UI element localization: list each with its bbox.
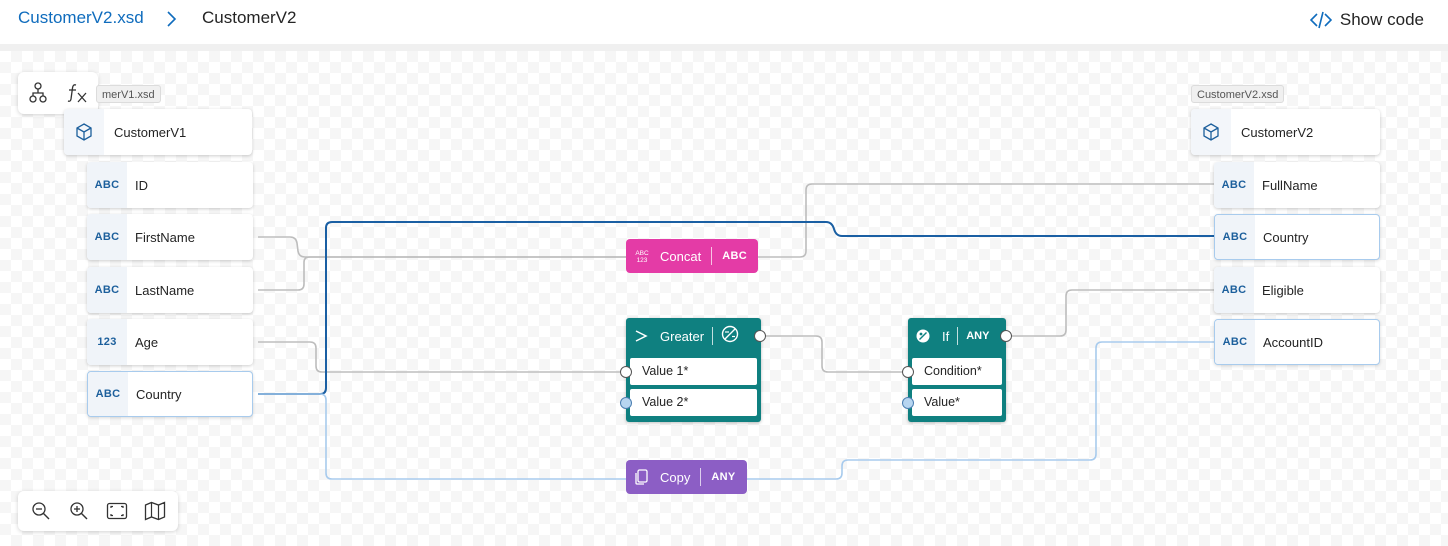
header-divider (0, 44, 1448, 51)
target-root-label: CustomerV2 (1241, 124, 1314, 140)
function-button[interactable] (63, 78, 93, 108)
fit-view-icon (106, 502, 128, 520)
minimap-icon (144, 501, 166, 521)
concat-output-type: ABC (722, 250, 747, 262)
source-field-lastname[interactable]: ABC LastName (87, 267, 253, 313)
chevron-right-icon (167, 11, 177, 27)
zoom-in-icon (70, 502, 88, 520)
if-input-condition[interactable]: Condition* (912, 358, 1002, 385)
header-bar: CustomerV2.xsd CustomerV2 Show code (0, 0, 1448, 44)
show-code-button[interactable]: Show code (1309, 8, 1424, 32)
string-type-icon: ABC (1214, 267, 1254, 313)
greater-output-port[interactable] (754, 330, 766, 342)
string-type-icon: ABC (1215, 215, 1255, 259)
cube-icon (1191, 109, 1231, 155)
separator (957, 327, 959, 345)
show-code-label: Show code (1339, 10, 1424, 29)
function-fx-icon (67, 84, 87, 103)
zoom-toolbar (18, 491, 178, 531)
breadcrumb-current: CustomerV2 (202, 8, 297, 27)
separator (711, 247, 713, 265)
if-function-node[interactable]: If ANY Condition* Value* (908, 318, 1006, 422)
greater-input-value1[interactable]: Value 1* (630, 358, 757, 385)
source-schema-tag: merV1.xsd (96, 85, 161, 103)
string-type-icon: ABC (87, 214, 127, 260)
svg-text:ABC: ABC (635, 250, 649, 257)
field-label: Country (136, 386, 182, 402)
source-field-id[interactable]: ABC ID (87, 162, 253, 208)
zoom-out-icon (32, 502, 50, 520)
source-field-age[interactable]: 123 Age (87, 319, 253, 365)
svg-text:123: 123 (637, 257, 648, 264)
if-output-type: ANY (966, 330, 990, 342)
number-type-icon: 123 (87, 319, 127, 365)
greater-than-icon (626, 329, 656, 343)
string-type-icon: ABC (87, 162, 127, 208)
field-label: Country (1263, 229, 1309, 245)
field-label: ID (135, 177, 148, 193)
boolean-icon (721, 325, 739, 348)
if-output-port[interactable] (1000, 330, 1012, 342)
copy-label: Copy (660, 469, 691, 485)
field-label: FullName (1262, 177, 1318, 193)
greater-value2-port[interactable] (620, 397, 632, 409)
if-label: If (942, 328, 950, 344)
target-field-country[interactable]: ABC Country (1214, 214, 1380, 260)
if-input-value[interactable]: Value* (912, 389, 1002, 416)
field-label: AccountID (1263, 334, 1323, 350)
greater-value1-port[interactable] (620, 366, 632, 378)
target-field-fullname[interactable]: ABC FullName (1214, 162, 1380, 208)
string-type-icon: ABC (88, 372, 128, 416)
minimap-button[interactable] (140, 496, 170, 526)
field-label: Eligible (1262, 282, 1304, 298)
string-number-icon: ABC 123 (626, 247, 658, 265)
greater-label: Greater (660, 328, 705, 344)
code-icon (1309, 11, 1332, 29)
if-header[interactable]: If ANY (908, 318, 1006, 354)
copy-output-type: ANY (711, 471, 736, 483)
separator (700, 468, 702, 486)
target-field-eligible[interactable]: ABC Eligible (1214, 267, 1380, 313)
source-root-node[interactable]: CustomerV1 (64, 109, 252, 155)
condition-icon (908, 328, 938, 344)
greater-input-value2[interactable]: Value 2* (630, 389, 757, 416)
field-label: Age (135, 334, 159, 350)
field-label: FirstName (135, 229, 195, 245)
concat-label: Concat (660, 248, 702, 264)
source-root-label: CustomerV1 (114, 124, 187, 140)
string-type-icon: ABC (1215, 320, 1255, 364)
concat-function-node[interactable]: ABC 123 Concat ABC (626, 239, 758, 273)
copy-function-node[interactable]: Copy ANY (626, 460, 747, 494)
greater-function-node[interactable]: Greater Value 1* Value 2* (626, 318, 761, 422)
source-field-country[interactable]: ABC Country (87, 371, 253, 417)
target-field-accountid[interactable]: ABC AccountID (1214, 319, 1380, 365)
if-condition-port[interactable] (902, 366, 914, 378)
greater-header[interactable]: Greater (626, 318, 761, 354)
copy-icon (626, 468, 658, 486)
source-field-firstname[interactable]: ABC FirstName (87, 214, 253, 260)
if-value-port[interactable] (902, 397, 914, 409)
string-type-icon: ABC (87, 267, 127, 313)
breadcrumb-file-link[interactable]: CustomerV2.xsd (18, 8, 144, 27)
zoom-out-button[interactable] (26, 496, 56, 526)
schema-tree-icon (29, 82, 47, 103)
target-root-node[interactable]: CustomerV2 (1191, 109, 1380, 155)
fit-view-button[interactable] (102, 496, 132, 526)
field-label: LastName (135, 282, 195, 298)
schema-tree-button[interactable] (23, 78, 53, 108)
string-type-icon: ABC (1214, 162, 1254, 208)
tool-palette (18, 72, 98, 114)
zoom-in-button[interactable] (64, 496, 94, 526)
separator (712, 327, 714, 345)
target-schema-tag: CustomerV2.xsd (1191, 85, 1285, 103)
cube-icon (64, 109, 104, 155)
